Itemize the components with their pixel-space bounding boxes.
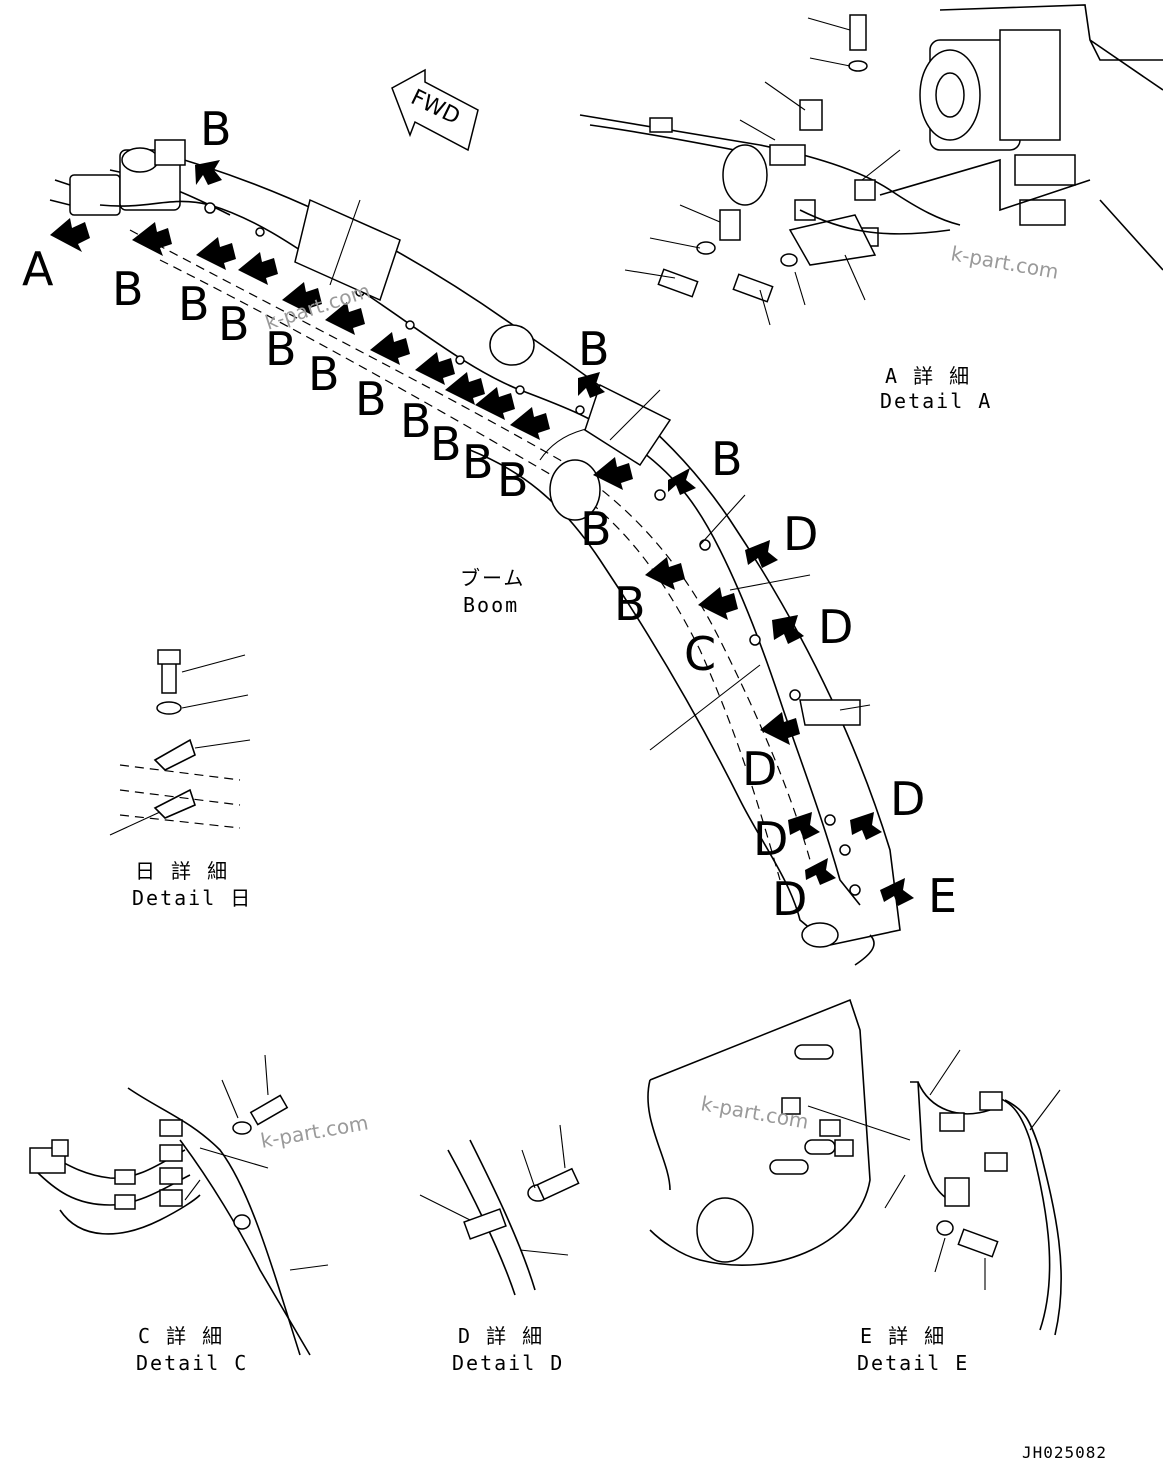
callout-labels: A B B B B B B B B B B B B B B B C D D D …: [22, 102, 957, 926]
arrow-d3: [760, 712, 800, 745]
arrow-b4: [238, 252, 278, 285]
detail-d-en: Detail D: [452, 1351, 564, 1375]
detail-e-en: Detail E: [857, 1351, 969, 1375]
label-d: D: [742, 742, 777, 796]
watermark-text: k-part.com: [949, 241, 1060, 284]
detail-b-drawing: 日 詳 細 Detail 日: [109, 649, 252, 910]
arrow-b11: [510, 407, 550, 440]
arrow-d2: [772, 615, 804, 644]
detail-a-drawing: A 詳 細 Detail A: [579, 4, 1163, 413]
detail-c-jp: C 詳 細: [138, 1324, 224, 1348]
arrow-b1: [195, 160, 222, 185]
fwd-arrow: FWD: [391, 68, 479, 152]
arrow-b5: [282, 282, 322, 315]
label-c: C: [684, 627, 716, 681]
label-b: B: [178, 277, 210, 331]
label-d: D: [890, 772, 925, 826]
drawing-number: JH025082: [1022, 1443, 1107, 1462]
label-b: B: [112, 262, 144, 316]
arrow-b7: [370, 332, 410, 365]
detail-d-drawing: D 詳 細 Detail D: [419, 1124, 580, 1375]
detail-c-drawing: C 詳 細 Detail C: [29, 1054, 329, 1375]
arrow-a: [50, 218, 90, 252]
arrow-d6: [805, 858, 836, 885]
label-b: B: [578, 322, 610, 376]
arrow-e: [880, 878, 914, 906]
watermark-text: k-part.com: [259, 1110, 370, 1153]
arrow-d1: [745, 540, 778, 568]
label-b: B: [430, 417, 462, 471]
arrow-b9: [445, 372, 485, 405]
label-b: B: [308, 347, 340, 401]
label-d: D: [753, 812, 788, 866]
arrow-b12: [578, 372, 605, 398]
label-b: B: [355, 372, 387, 426]
arrow-b8: [415, 352, 455, 385]
label-d: D: [772, 872, 807, 926]
arrow-b3: [196, 237, 236, 270]
boom-label-en: Boom: [463, 593, 519, 617]
arrow-c: [698, 587, 738, 620]
arrow-d4: [788, 812, 820, 840]
label-b: B: [265, 322, 297, 376]
boom-label-jp: ブーム: [460, 566, 525, 590]
detail-e-drawing: E 詳 細 Detail E: [647, 998, 1063, 1375]
arrow-b2: [132, 222, 172, 256]
label-b: B: [218, 297, 250, 351]
detail-c-en: Detail C: [136, 1351, 248, 1375]
label-d: D: [783, 507, 818, 561]
detail-e-jp: E 詳 細: [860, 1324, 946, 1348]
arrow-b14: [668, 468, 696, 495]
arrow-b6: [325, 302, 365, 335]
boom-outline: [109, 149, 901, 966]
label-b: B: [400, 394, 432, 448]
label-b: B: [711, 432, 743, 486]
cylinder-assembly: [49, 139, 186, 216]
callout-arrows: [50, 160, 914, 906]
arrow-b13: [593, 457, 633, 490]
wire-harness: [99, 198, 871, 906]
arrow-b10: [475, 387, 515, 420]
label-e: E: [928, 869, 957, 923]
label-b: B: [614, 577, 646, 631]
detail-b-en: Detail 日: [132, 886, 252, 910]
label-b: B: [580, 502, 612, 556]
detail-a-jp: A 詳 細: [885, 364, 971, 388]
boom-caption: ブーム Boom: [460, 566, 525, 617]
label-d: D: [818, 600, 853, 654]
label-a: A: [22, 242, 54, 296]
detail-a-en: Detail A: [880, 389, 992, 413]
arrow-d5: [850, 812, 882, 840]
detail-d-jp: D 詳 細: [458, 1324, 544, 1348]
arrow-b15: [645, 557, 685, 590]
label-b: B: [200, 102, 232, 156]
detail-b-jp: 日 詳 細: [135, 859, 229, 883]
label-b: B: [462, 435, 494, 489]
label-b: B: [497, 453, 529, 507]
